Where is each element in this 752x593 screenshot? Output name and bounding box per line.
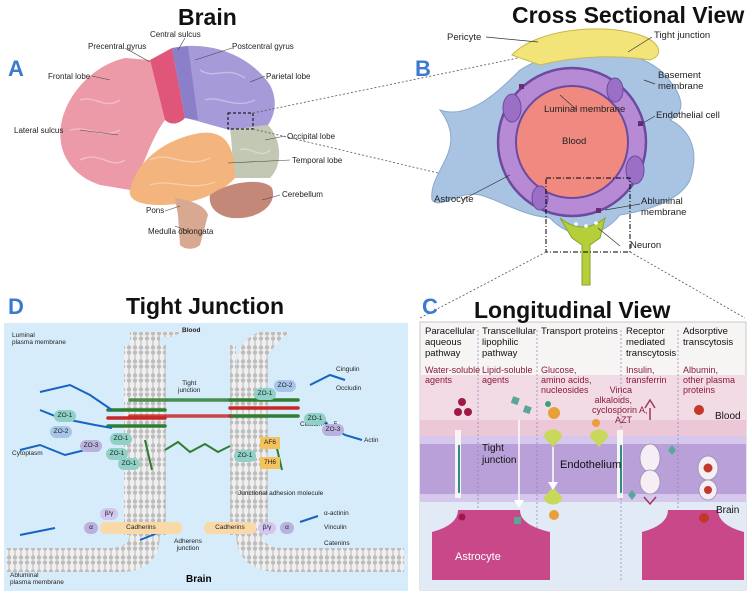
label-occludin: Occludin bbox=[336, 385, 362, 392]
brain-roi-box bbox=[227, 112, 254, 130]
parietal-lobe-shape bbox=[172, 45, 275, 130]
label-temporal-lobe: Temporal lobe bbox=[292, 156, 343, 165]
label-brain-d: Brain bbox=[186, 574, 212, 585]
column-desc-transcellular: Lipid-soluble agents bbox=[482, 365, 533, 385]
zo1-protein: ZO-1 bbox=[234, 450, 256, 462]
zo1-protein: ZO-1 bbox=[110, 433, 132, 445]
label-blood-d: Blood bbox=[182, 327, 201, 334]
brain-illustration bbox=[60, 37, 291, 249]
label-luminal-membrane: Luminal membrane bbox=[544, 104, 626, 115]
label-basement-membrane: Basement membrane bbox=[658, 70, 704, 92]
cadherins-left: Cadherins bbox=[100, 522, 182, 534]
label-occipital-lobe: Occipital lobe bbox=[287, 132, 336, 141]
af6-protein: AF6 bbox=[260, 437, 280, 449]
zo3-protein: ZO-3 bbox=[322, 424, 344, 436]
column-desc-paracellular: Water-soluble agents bbox=[425, 365, 481, 385]
label-tight-junction-b: Tight junction bbox=[654, 30, 711, 41]
label-cytoplasm: Cytoplasm bbox=[12, 450, 43, 457]
label-blood-c: Blood bbox=[715, 411, 741, 422]
zo1-protein: ZO-1 bbox=[118, 458, 140, 470]
temporal-lobe-shape bbox=[129, 132, 235, 205]
column-header-transcellular: Transcellular lipophilic pathway bbox=[482, 326, 537, 359]
column-header-paracellular: Paracellular aqueous pathway bbox=[425, 326, 476, 359]
label-actin: Actin bbox=[364, 437, 379, 444]
label-alpha-actinin: α-actinin bbox=[324, 510, 349, 517]
frontal-lobe-shape bbox=[60, 58, 165, 190]
column-desc-adsorptive: Albumin, other plasma proteins bbox=[683, 365, 736, 395]
label-frontal-lobe: Frontal lobe bbox=[48, 72, 91, 81]
label-endothelium: Endothelium bbox=[560, 459, 622, 471]
cross-section-illustration bbox=[431, 28, 695, 286]
label-tight-junction-c: Tight junction bbox=[482, 443, 517, 466]
tight-junction-title: Tight Junction bbox=[126, 293, 285, 319]
brainstem-shape bbox=[175, 198, 208, 249]
longitudinal-title: Longitudinal View bbox=[474, 297, 671, 323]
occipital-lobe-shape bbox=[230, 125, 280, 178]
label-cingulin: Cingulin bbox=[336, 366, 360, 373]
column-header-receptor-mediated: Receptor mediated transcytosis bbox=[626, 326, 677, 359]
label-parietal-lobe: Parietal lobe bbox=[266, 72, 311, 81]
astrocyte-foot-shape bbox=[432, 510, 550, 580]
label-medulla-oblongata: Medulla oblongata bbox=[148, 227, 214, 236]
column-header-transport-proteins: Transport proteins bbox=[541, 326, 618, 337]
pericyte-shape bbox=[511, 28, 660, 66]
longitudinal-illustration bbox=[419, 321, 747, 591]
postcentral-gyrus-shape bbox=[172, 46, 198, 120]
label-astrocyte-b: Astrocyte bbox=[434, 194, 474, 205]
neuron-shape bbox=[559, 216, 606, 286]
label-abluminal-plasma-membrane: Abluminal plasma membrane bbox=[10, 572, 64, 586]
label-pons: Pons bbox=[146, 206, 165, 215]
label-precentral-gyrus: Precentral gyrus bbox=[88, 42, 147, 51]
label-pericyte: Pericyte bbox=[447, 32, 482, 43]
label-junctional-adhesion-molecule: Junctional adhesion molecule bbox=[238, 490, 324, 497]
label-blood-b: Blood bbox=[562, 136, 587, 147]
column-header-adsorptive: Adsorptive transcytosis bbox=[683, 326, 734, 348]
label-lateral-sulcus: Lateral sulcus bbox=[14, 126, 64, 135]
alpha-catenin: α bbox=[280, 522, 294, 534]
zo3-protein: ZO-3 bbox=[80, 440, 102, 452]
label-central-sulcus: Central sulcus bbox=[150, 30, 201, 39]
label-luminal-plasma-membrane: Luminal plasma membrane bbox=[12, 332, 66, 346]
label-tight-junction-d: Tight junction bbox=[178, 380, 201, 394]
label-endothelial-cell: Endothelial cell bbox=[656, 110, 720, 121]
cross-roi-box bbox=[545, 177, 631, 253]
label-catenins: Catenins bbox=[324, 540, 350, 547]
label-cerebellum: Cerebellum bbox=[282, 190, 323, 199]
panel-letter-a: A bbox=[8, 56, 24, 81]
zo1-protein: ZO-1 bbox=[304, 413, 326, 425]
cross-section-title: Cross Sectional View bbox=[512, 2, 745, 28]
label-brain-c: Brain bbox=[716, 505, 740, 516]
column-desc-receptor-mediated: Insulin, transferrin bbox=[626, 365, 667, 385]
column-desc-transport-proteins: Glucose, amino acids, nucleosides bbox=[541, 365, 592, 395]
cadherins-right: Cadherins bbox=[204, 522, 256, 534]
vinca-alkaloids-desc: Vinca alkaloids, cyclosporin A, AZT bbox=[592, 385, 648, 425]
beta-gamma-catenin: β/γ bbox=[258, 522, 276, 534]
label-adherens-junction: Adherens junction bbox=[174, 538, 202, 552]
panel-letter-c: C bbox=[422, 294, 438, 319]
label-postcentral-gyrus: Postcentral gyrus bbox=[232, 42, 294, 51]
alpha-catenin: α bbox=[84, 522, 98, 534]
7h6-protein: 7H6 bbox=[260, 457, 280, 469]
zo2-protein: ZO-2 bbox=[274, 380, 296, 392]
beta-gamma-catenin: β/γ bbox=[100, 508, 118, 520]
panel-letter-b: B bbox=[415, 56, 431, 81]
zo1-protein: ZO-1 bbox=[54, 410, 76, 422]
brain-title: Brain bbox=[178, 4, 237, 30]
label-abluminal-membrane: Abluminal membrane bbox=[641, 196, 687, 218]
tight-junction-illustration bbox=[4, 323, 408, 591]
panel-letter-d: D bbox=[8, 294, 24, 319]
zo1-protein: ZO-1 bbox=[254, 388, 276, 400]
label-vinculin: Vinculin bbox=[324, 524, 347, 531]
blood-lumen bbox=[515, 85, 629, 199]
zo1-protein: ZO-1 bbox=[106, 448, 128, 460]
zo2-protein: ZO-2 bbox=[50, 426, 72, 438]
precentral-gyrus-shape bbox=[150, 48, 185, 124]
cerebellum-shape bbox=[209, 181, 274, 219]
label-neuron: Neuron bbox=[630, 240, 662, 251]
label-astrocyte-c: Astrocyte bbox=[455, 551, 501, 563]
